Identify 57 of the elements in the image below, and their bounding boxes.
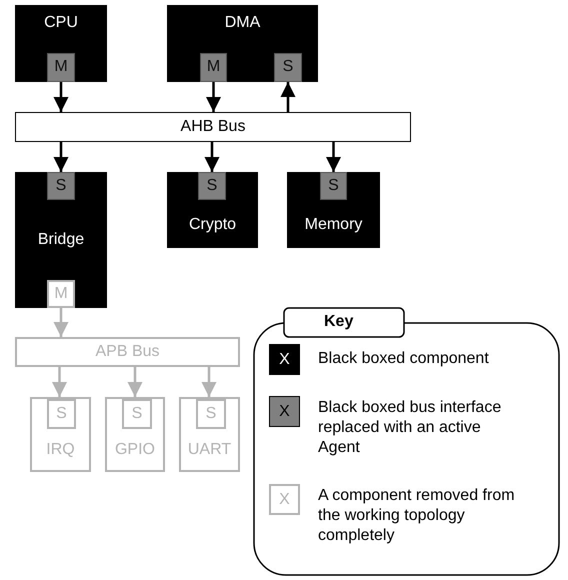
component-box	[15, 5, 107, 82]
arrow	[52, 367, 67, 397]
key-title: Key	[324, 312, 354, 332]
port-box	[200, 53, 227, 82]
component-label: Crypto	[188, 216, 236, 234]
port-label: S	[56, 405, 67, 423]
port-box	[320, 172, 347, 200]
component-box	[179, 397, 240, 472]
port-label: S	[56, 177, 66, 195]
port-label: M	[206, 58, 220, 76]
arrow	[54, 308, 68, 337]
component-label: UART	[188, 441, 232, 459]
component-label: GPIO	[114, 441, 155, 459]
port-label: S	[132, 405, 142, 423]
port-box	[122, 399, 152, 429]
component-label: IRQ	[46, 441, 75, 459]
legend-text: Black boxed bus interface replaced with an active Agent	[318, 398, 502, 458]
legend-symbol: X	[279, 490, 290, 508]
arrow	[128, 367, 142, 397]
legend-text: A component removed from the working topology completely	[318, 486, 516, 546]
legend-symbol: X	[279, 402, 290, 420]
component-label: Bridge	[38, 231, 84, 249]
component-box	[15, 172, 107, 308]
port-box	[198, 172, 226, 200]
port-box	[47, 399, 76, 429]
port-label: M	[54, 285, 68, 303]
legend-text: Black boxed component	[318, 349, 490, 369]
port-box	[47, 172, 75, 200]
bus-label: AHB Bus	[180, 118, 246, 136]
component-box	[167, 5, 318, 82]
port-label: S	[328, 177, 339, 195]
component-box	[30, 397, 91, 472]
port-box	[47, 280, 75, 308]
port-label: S	[206, 405, 216, 423]
legend-symbol: X	[279, 350, 290, 368]
component-box	[287, 172, 380, 248]
arrow	[54, 82, 68, 112]
bus-bar	[15, 112, 411, 142]
arrow	[202, 367, 216, 397]
component-label: Memory	[304, 216, 362, 234]
component-label: DMA	[224, 14, 260, 32]
arrow	[204, 142, 220, 172]
port-box	[47, 53, 75, 82]
arrow	[206, 82, 221, 112]
component-box	[167, 172, 258, 248]
component-label: CPU	[44, 14, 78, 32]
port-box	[274, 53, 302, 82]
port-label: S	[282, 58, 294, 76]
port-label: S	[206, 177, 218, 195]
port-label: M	[54, 58, 68, 76]
arrow	[326, 142, 341, 172]
arrow	[54, 142, 68, 172]
bus-bar	[15, 337, 240, 367]
port-box	[196, 399, 226, 429]
bus-label: APB Bus	[95, 343, 160, 361]
component-box	[105, 397, 165, 472]
arrow	[280, 82, 296, 112]
